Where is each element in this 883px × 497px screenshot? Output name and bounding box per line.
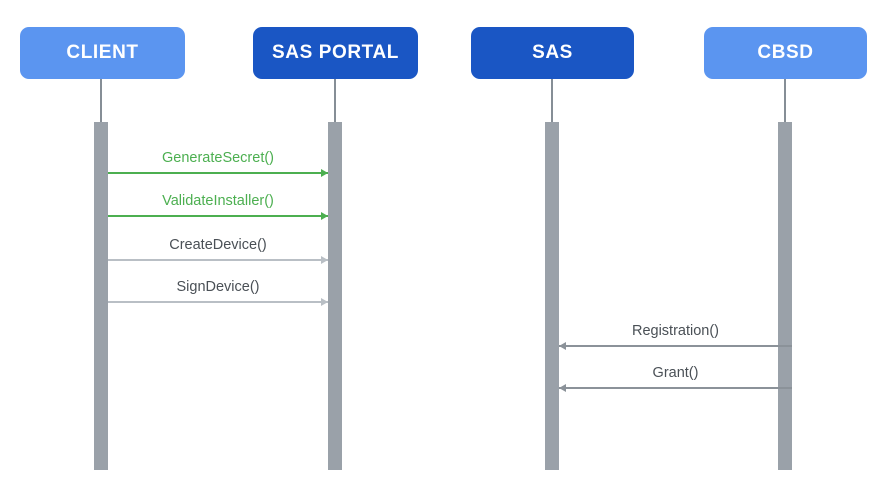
message-label-generate-secret: GenerateSecret(): [161, 150, 275, 166]
actor-box-client[interactable]: CLIENT: [20, 27, 185, 79]
activation-bar-cbsd: [778, 122, 792, 470]
message-label-create-device: CreateDevice(): [169, 237, 267, 253]
message-arrowhead-generate-secret: [321, 168, 328, 177]
message-line-generate-secret: [108, 172, 328, 174]
actor-label-sas-portal: SAS PORTAL: [271, 42, 400, 63]
message-label-sign-device: SignDevice(): [176, 279, 260, 295]
lifeline-stem-sas: [551, 79, 553, 122]
message-arrowhead-validate-installer: [321, 211, 328, 220]
message-label-validate-installer: ValidateInstaller(): [162, 193, 274, 209]
message-line-validate-installer: [108, 215, 328, 217]
message-line-sign-device: [108, 301, 328, 303]
message-arrowhead-grant: [559, 383, 566, 392]
message-label-grant: Grant(): [652, 365, 699, 381]
activation-bar-client: [94, 122, 108, 470]
actor-label-sas: SAS: [532, 42, 573, 63]
message-arrowhead-create-device: [321, 255, 328, 264]
message-arrowhead-registration: [559, 341, 566, 350]
message-arrowhead-sign-device: [321, 297, 328, 306]
lifeline-stem-cbsd: [784, 79, 786, 122]
actor-label-cbsd: CBSD: [757, 42, 814, 63]
actor-box-sas-portal[interactable]: SAS PORTAL: [253, 27, 418, 79]
lifeline-stem-sas-portal: [334, 79, 336, 122]
actor-box-sas[interactable]: SAS: [471, 27, 634, 79]
actor-box-cbsd[interactable]: CBSD: [704, 27, 867, 79]
message-line-create-device: [108, 259, 328, 261]
message-label-registration: Registration(): [631, 323, 720, 339]
activation-bar-sas-portal: [328, 122, 342, 470]
message-line-registration: [559, 345, 792, 347]
message-line-grant: [559, 387, 792, 389]
activation-bar-sas: [545, 122, 559, 470]
actor-label-client: CLIENT: [66, 42, 139, 63]
lifeline-stem-client: [100, 79, 102, 122]
